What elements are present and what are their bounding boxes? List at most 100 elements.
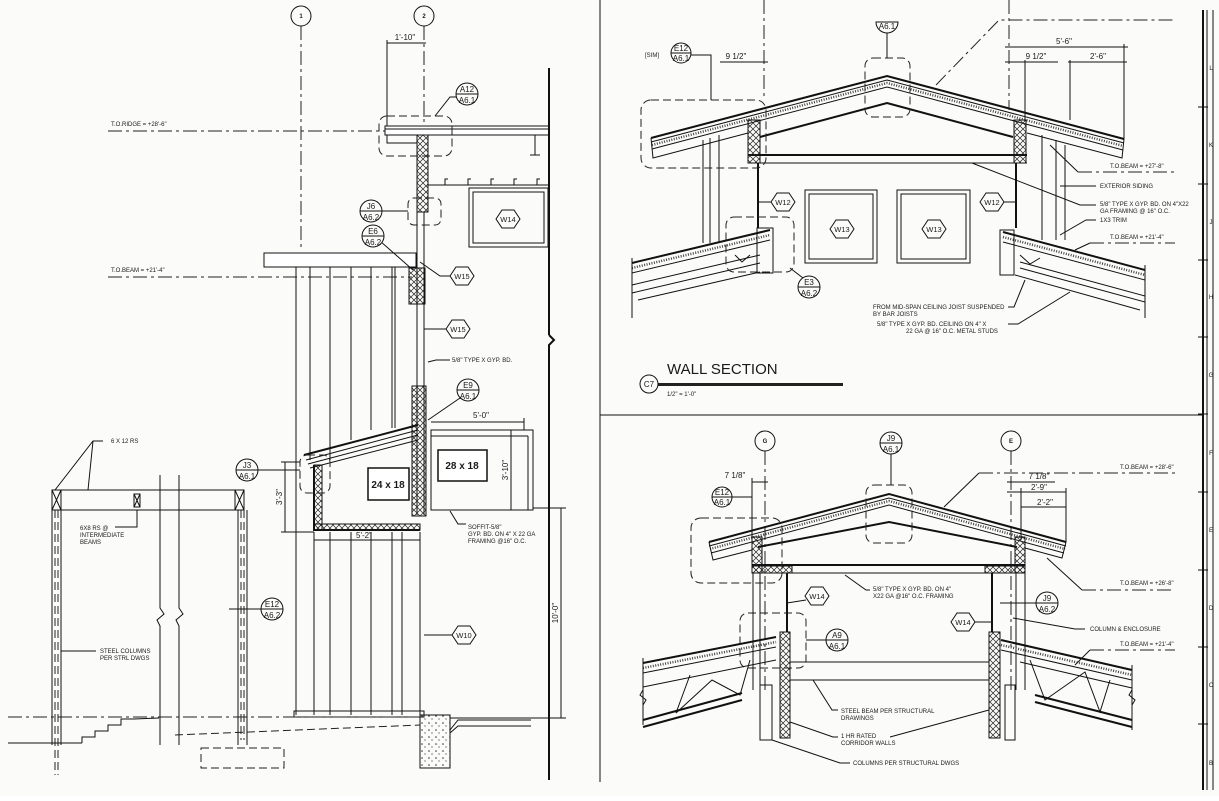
corridor-wall [988,631,1001,739]
window-tag-w14: W14 [950,612,992,632]
beam-note: 6 X 12 RS [111,439,138,445]
drawing-title-block: WALL SECTION C7 1/2" = 1'-0" [639,361,843,398]
detail-tag-e12: E12 A6.2 [229,597,284,621]
dimension-text: 9 1/2" [1026,52,1047,61]
gable-roof [708,492,1067,574]
tag-text: A6.2 [801,289,818,298]
beam-note: 6X8 RS @ [80,526,108,532]
dimension-text: 2'-2" [1037,498,1053,507]
exterior-siding-note: EXTERIOR SIDING [1100,184,1153,190]
window-tag-w15: W15 [424,319,471,339]
tag-text: A6.2 [1039,605,1056,614]
tag-text: E3 [804,278,814,287]
gable-roof [650,74,1125,243]
border-letter: G [1209,373,1214,379]
dimension-text: 1'-10" [395,33,416,42]
tag-text: A6.1 [239,472,256,481]
lower-roof-left [631,227,774,318]
tag-text: A6.1 [879,22,896,31]
dimension-text: 5'-2" [356,531,372,540]
dimension-text: 7 1/8" [725,471,746,480]
opening-24x18 [367,467,410,501]
dimension-text: 3'-10" [501,460,510,481]
window-tag-w13: W13 [829,219,855,239]
level-beam-label: T.O.BEAM = +26'-8" [1120,581,1174,587]
ceiling-note: 22 GA @ 16" O.C. METAL STUDS [906,329,998,335]
tag-text: W10 [456,631,471,640]
detail-tag-a12: A12 A6.1 [434,82,479,117]
level-beam-label: T.O.BEAM = +21'-4" [111,268,165,274]
tag-text: A6.2 [363,213,380,222]
drawing-scale: 1/2" = 1'-0" [667,392,696,398]
gypsum-note: 5/8" TYPE X GYP. BD. ON 4"X22 [1100,202,1189,208]
tag-text: A6.1 [714,498,731,507]
tag-text: A6.2 [264,611,281,620]
tag-text: W15 [454,272,469,281]
gypsum-note: X22 GA @16" O.C. FRAMING [873,594,954,600]
upper-enclosure [430,429,534,511]
tag-text: J3 [243,461,252,470]
level-ridge-label: T.O.RIDGE = +28'-6" [111,122,167,128]
detail-tag-j3: J3 A6.1 [235,458,300,482]
gypsum-note: 5/8" TYPE X GYP. BD. [452,358,513,364]
tag-text: A6.1 [829,642,846,651]
steel-frame [8,475,248,775]
tag-text: W13 [834,225,849,234]
sheet-frame: L K J H G F E D C B [599,0,1214,790]
tag-text: E12 [715,488,730,497]
tag-text: E [1009,439,1013,445]
dimension-text: 3'-3" [275,489,284,505]
tag-text: A6.1 [460,392,477,401]
level-beam-label: T.O.BEAM = +27'-8" [1110,164,1164,170]
foundation [419,714,451,769]
canopy-slab [263,252,417,268]
dimension-text: 10'-0" [551,603,560,624]
detail-tag-j6: J6 A6.2 [359,199,408,223]
footing [200,747,285,769]
tag-text: J9 [887,434,896,443]
lower-roof-left [639,636,777,728]
opening-label: 28 x 18 [445,461,479,472]
dimension-text: 5'-0" [473,411,489,420]
tag-text: A6.1 [883,445,900,454]
ceiling-note: 5/8" TYPE X GYP. BD. CEILING ON 4" X [877,322,986,328]
dimension-text: 2'-6" [1090,52,1106,61]
left-building-section: 1 2 1'-10" T.O.RIDGE = +28'-6" T.O.BEAM … [8,5,566,780]
border-letter: C [1209,683,1214,689]
level-beam-label: T.O.BEAM = +21'-4" [1110,235,1164,241]
dimension-text: 5'-6" [1056,37,1072,46]
tag-text: W12 [984,198,999,207]
window-tag-w14: W14 [786,586,830,606]
window-tag-w13: W13 [921,219,947,239]
tag-text: W14 [500,215,515,224]
soffit-note: GYP. BD. ON 4" X 22 GA [468,532,535,538]
column [1004,684,1016,741]
tag-text: A12 [460,85,475,94]
lower-roof-right [1000,639,1136,730]
detail-id: C7 [644,380,655,389]
window-tag-w14: W14 [495,209,521,229]
insulated-wall [416,134,429,213]
corridor-walls-note: CORRIDOR WALLS [841,741,895,747]
soffit-note: FRAMING @16" O.C. [468,539,527,545]
column [759,684,773,741]
corridor-walls-note: 1 HR RATED [841,734,877,740]
border-letter: E [1209,528,1213,534]
dimension-1-10: 1'-10" [386,33,426,126]
detail-tag-e12: E12 A6.1 [711,486,752,508]
window-tag-w12: W12 [758,192,796,212]
dimension-text: 9 1/2" [726,52,747,61]
border-letter: L [1209,66,1213,72]
column-enclosure-note: COLUMN & ENCLOSURE [1090,627,1161,633]
grid-label: 1 [299,14,303,20]
tag-text: W13 [926,225,941,234]
joist-note: FROM MID-SPAN CEILING JOIST SUSPENDED [873,305,1005,311]
tag-text: G [763,439,768,445]
trim-note: 1X3 TRIM [1100,218,1127,224]
level-beam-label: T.O.BEAM = +21'-4" [1120,642,1174,648]
detail-tag-e12-sim: [SIM] E12 A6.1 [645,42,712,100]
tag-text: J9 [1043,594,1052,603]
tag-text: E12 [674,44,689,53]
border-letter: K [1209,143,1213,149]
